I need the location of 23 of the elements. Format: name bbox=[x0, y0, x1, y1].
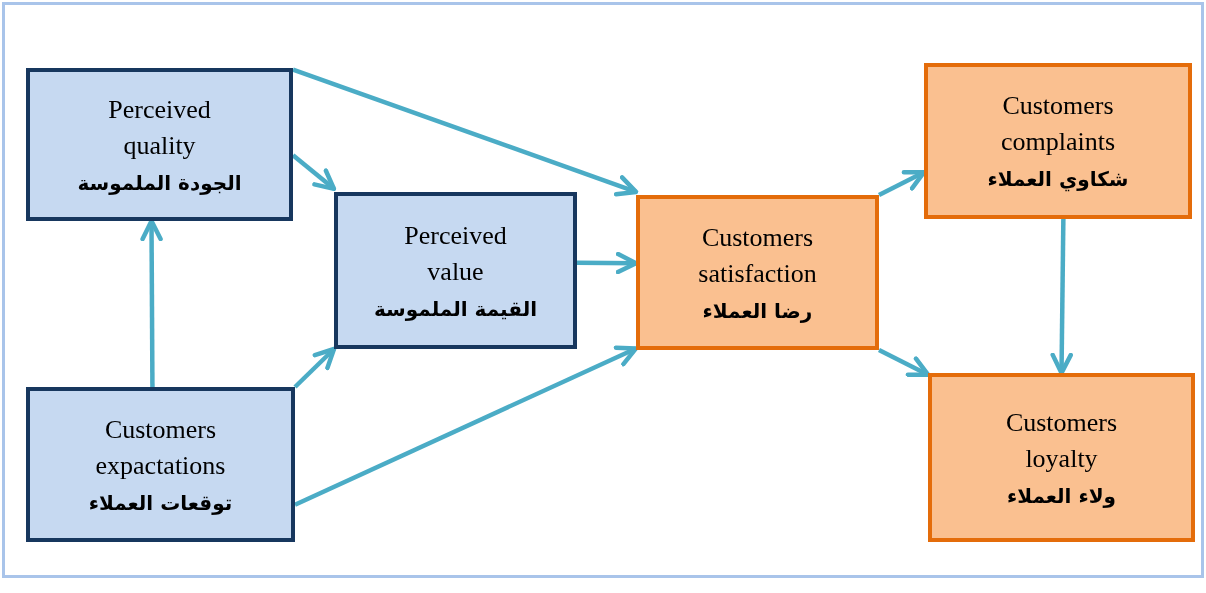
arabic-label: شكاوي العملاء bbox=[987, 166, 1129, 194]
english-label: Customers loyalty bbox=[1004, 406, 1119, 475]
english-label: Perceived value bbox=[403, 219, 508, 288]
arrow bbox=[1050, 218, 1073, 376]
concept-box bbox=[928, 373, 1195, 542]
arabic-label: رضا العملاء bbox=[702, 297, 813, 325]
arabic-label: ولاء العملاء bbox=[1007, 482, 1116, 510]
concept-box bbox=[26, 68, 293, 221]
concept-box bbox=[26, 387, 295, 542]
concept-box bbox=[334, 192, 577, 349]
concept-box bbox=[924, 63, 1192, 219]
arabic-label: توقعات العملاء bbox=[88, 489, 233, 517]
arrow bbox=[294, 345, 639, 507]
arabic-label: القيمة الملموسة bbox=[373, 295, 538, 323]
arrow bbox=[878, 348, 931, 377]
english-label: Perceived quality bbox=[107, 93, 212, 162]
arrow bbox=[293, 346, 337, 389]
arrow bbox=[292, 67, 639, 197]
english-label: Customers satisfaction bbox=[697, 221, 818, 290]
concept-box bbox=[636, 195, 879, 350]
arabic-label: الجودة الملموسة bbox=[77, 169, 242, 197]
english-label: Customers complaints bbox=[999, 90, 1117, 158]
english-label: Customers expactations bbox=[94, 413, 227, 482]
